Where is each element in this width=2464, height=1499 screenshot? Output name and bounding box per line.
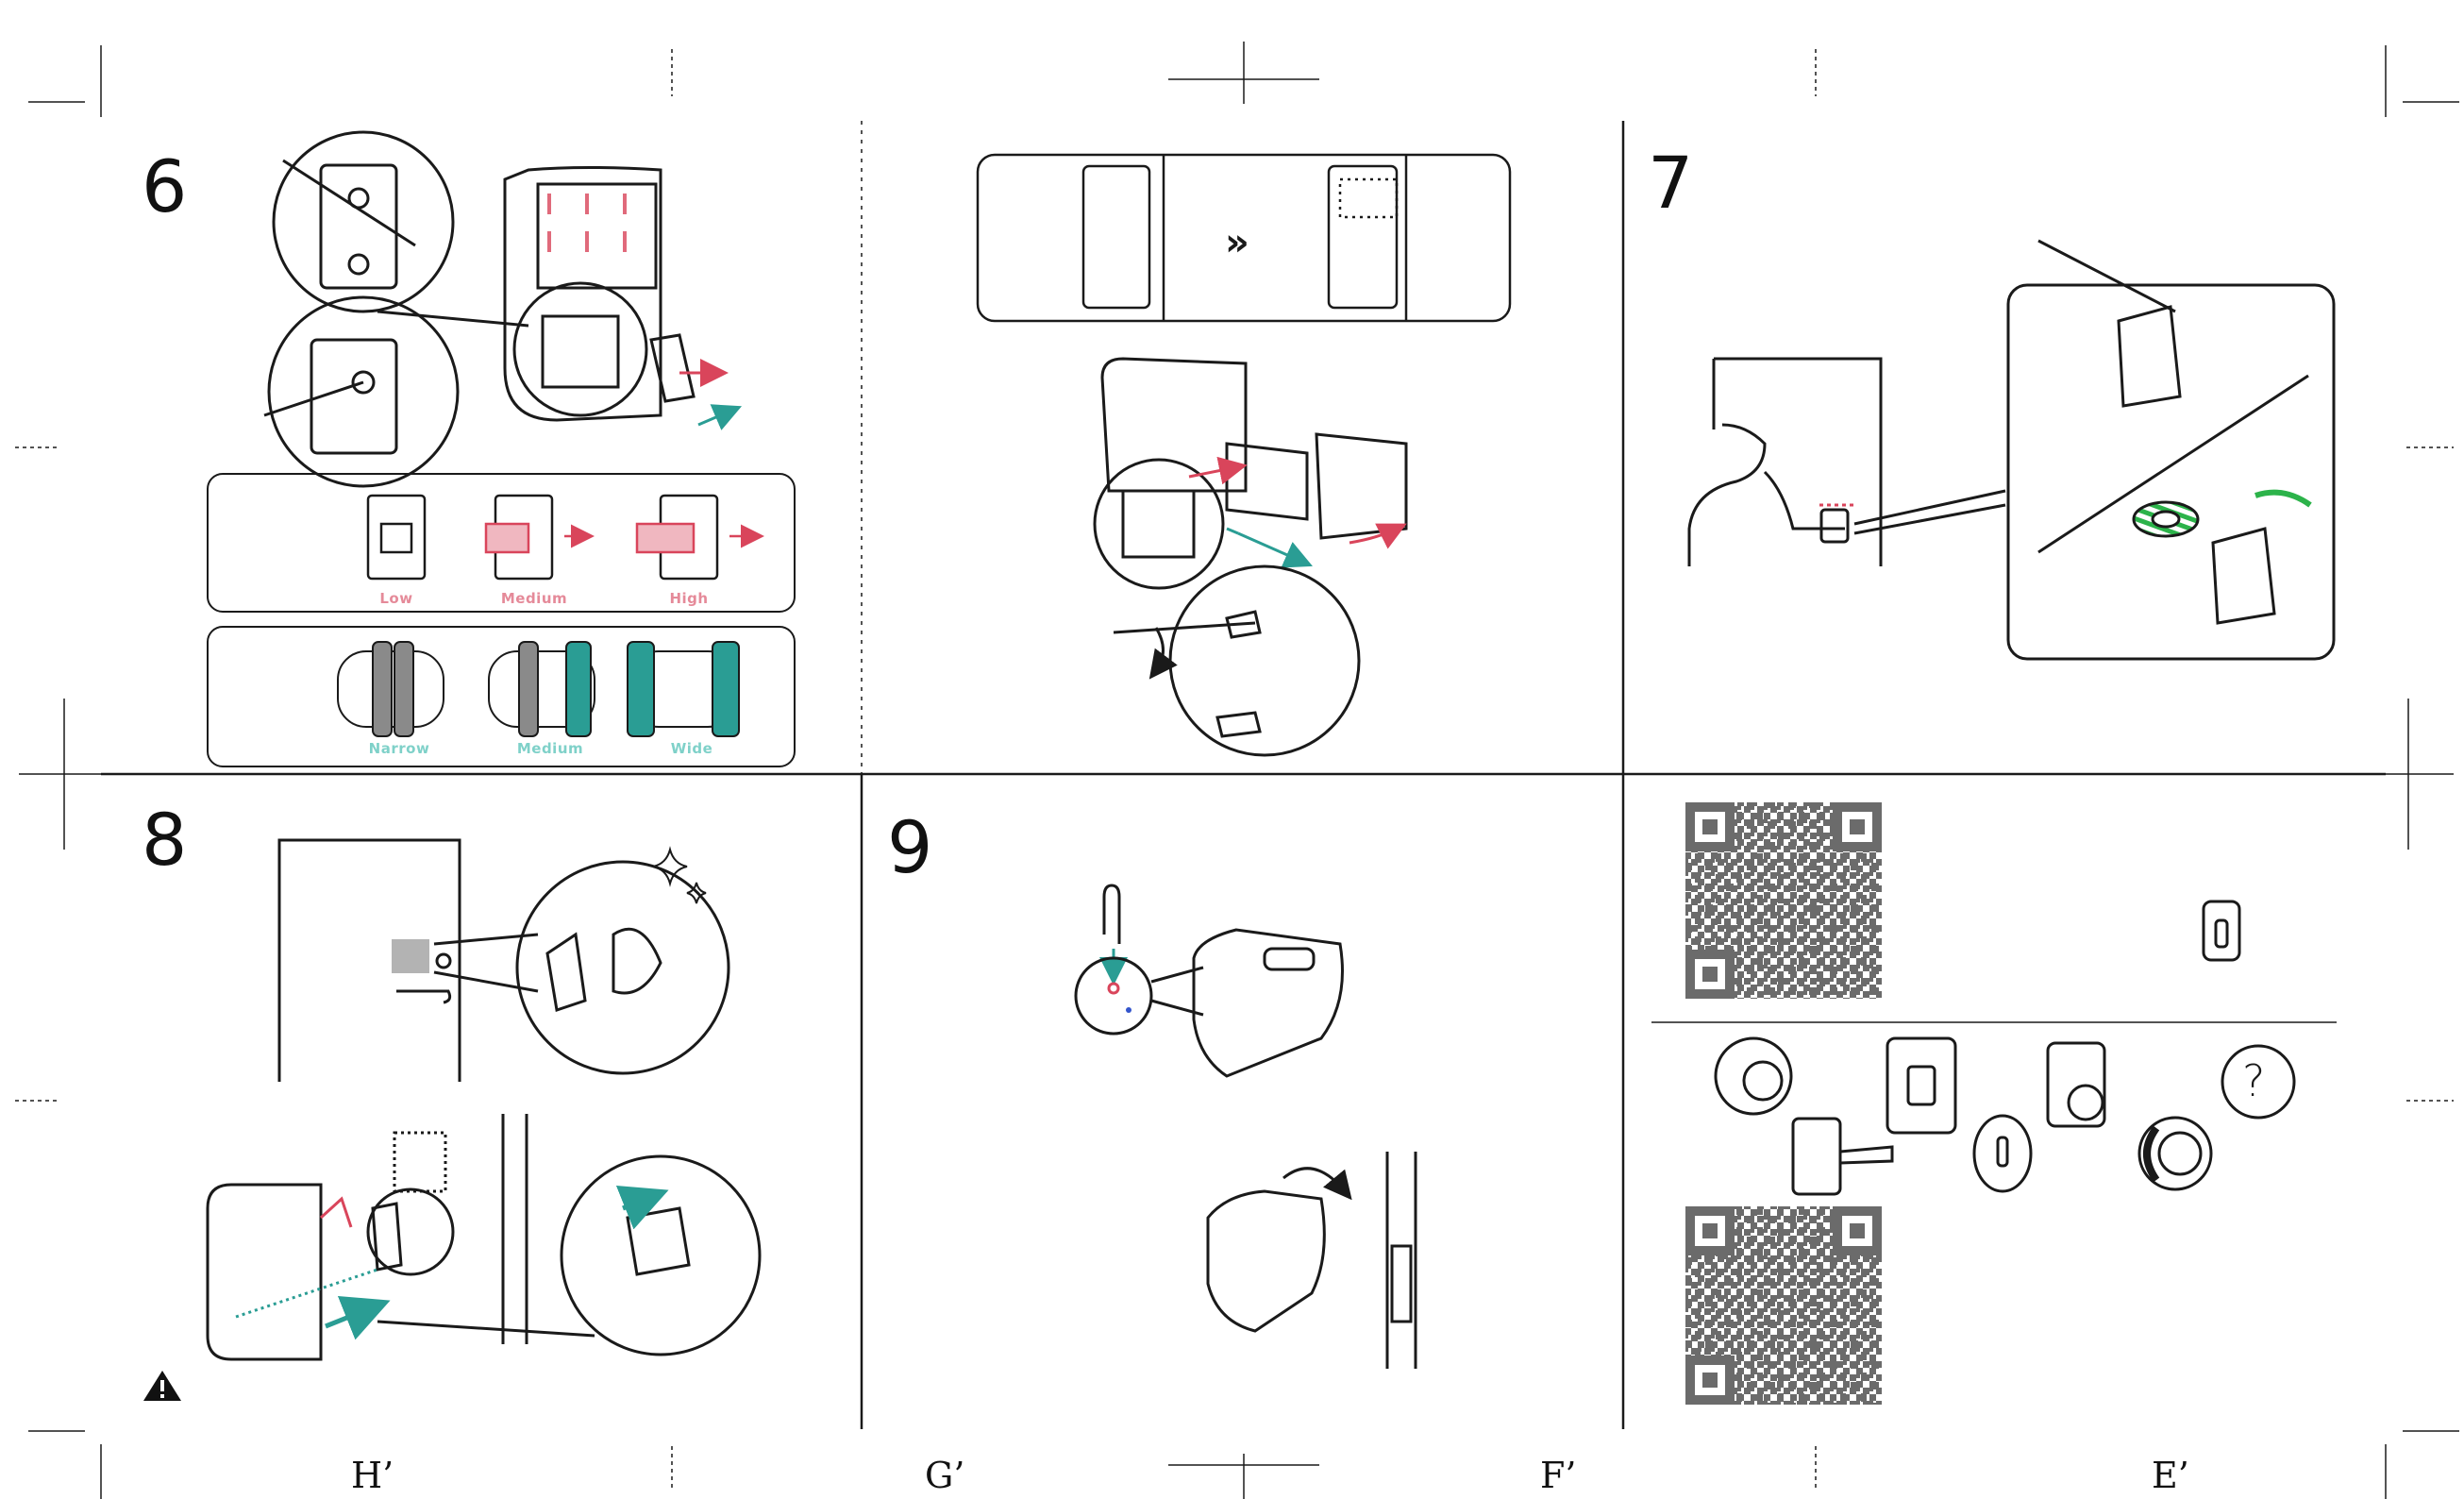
step9-turn (1208, 1152, 1416, 1369)
warning-icon (143, 1371, 181, 1401)
page-mark-e: E’ (2152, 1457, 2189, 1493)
width-medium-figure (489, 642, 595, 736)
page-mark-h: H’ (351, 1457, 394, 1493)
width-narrow-figure (338, 642, 444, 736)
step8-install (208, 1114, 760, 1359)
sparkle-icon (653, 850, 706, 903)
step6-lock-body (377, 168, 731, 426)
step6-mount-illustration (1095, 359, 1406, 755)
height-low-figure (368, 496, 425, 579)
height-medium-figure (486, 496, 585, 579)
qr-code-top (1685, 802, 1882, 999)
width-label-wide: Wide (635, 740, 748, 757)
paperclip-icon (1104, 885, 1119, 944)
step-number-9: 9 (887, 812, 932, 884)
width-label-narrow: Narrow (343, 740, 456, 757)
step8-door-top (279, 840, 729, 1082)
step-number-7: 7 (1648, 147, 1693, 219)
step-number-8: 8 (142, 804, 187, 876)
lock-device-icon (2204, 901, 2239, 960)
rotate-icon (1283, 1169, 1345, 1191)
height-label-low: Low (340, 590, 453, 607)
step-number-6: 6 (142, 151, 187, 223)
height-high-figure (637, 496, 755, 579)
height-label-high: High (632, 590, 746, 607)
compatible-locks (1716, 1038, 2294, 1194)
help-icon: ? (2242, 1055, 2265, 1106)
step7-detail-box (2008, 241, 2334, 659)
page-mark-f: F’ (1540, 1457, 1576, 1493)
qr-code-bottom (1685, 1206, 1882, 1405)
compare-arrow: » (1225, 221, 1249, 264)
width-label-medium: Medium (494, 740, 607, 757)
step9-reset (1076, 885, 1343, 1076)
step7-scene (1689, 359, 2005, 566)
height-label-medium: Medium (478, 590, 591, 607)
step6-magnifier-top (274, 132, 453, 312)
width-wide-figure (628, 642, 739, 736)
step6-magnifier-bottom (264, 297, 458, 486)
page-mark-g: G’ (925, 1457, 964, 1493)
